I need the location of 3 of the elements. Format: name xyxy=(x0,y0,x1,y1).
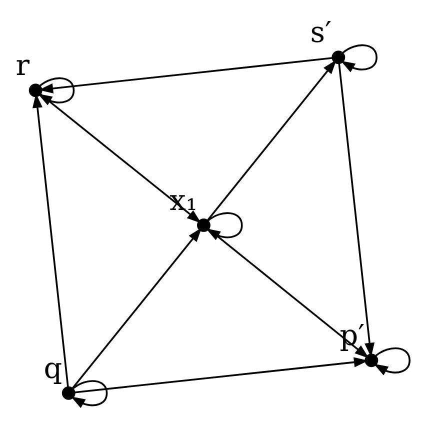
node-label: r xyxy=(16,48,30,82)
node-label: s′ xyxy=(310,15,332,50)
node-label: q xyxy=(44,350,62,385)
